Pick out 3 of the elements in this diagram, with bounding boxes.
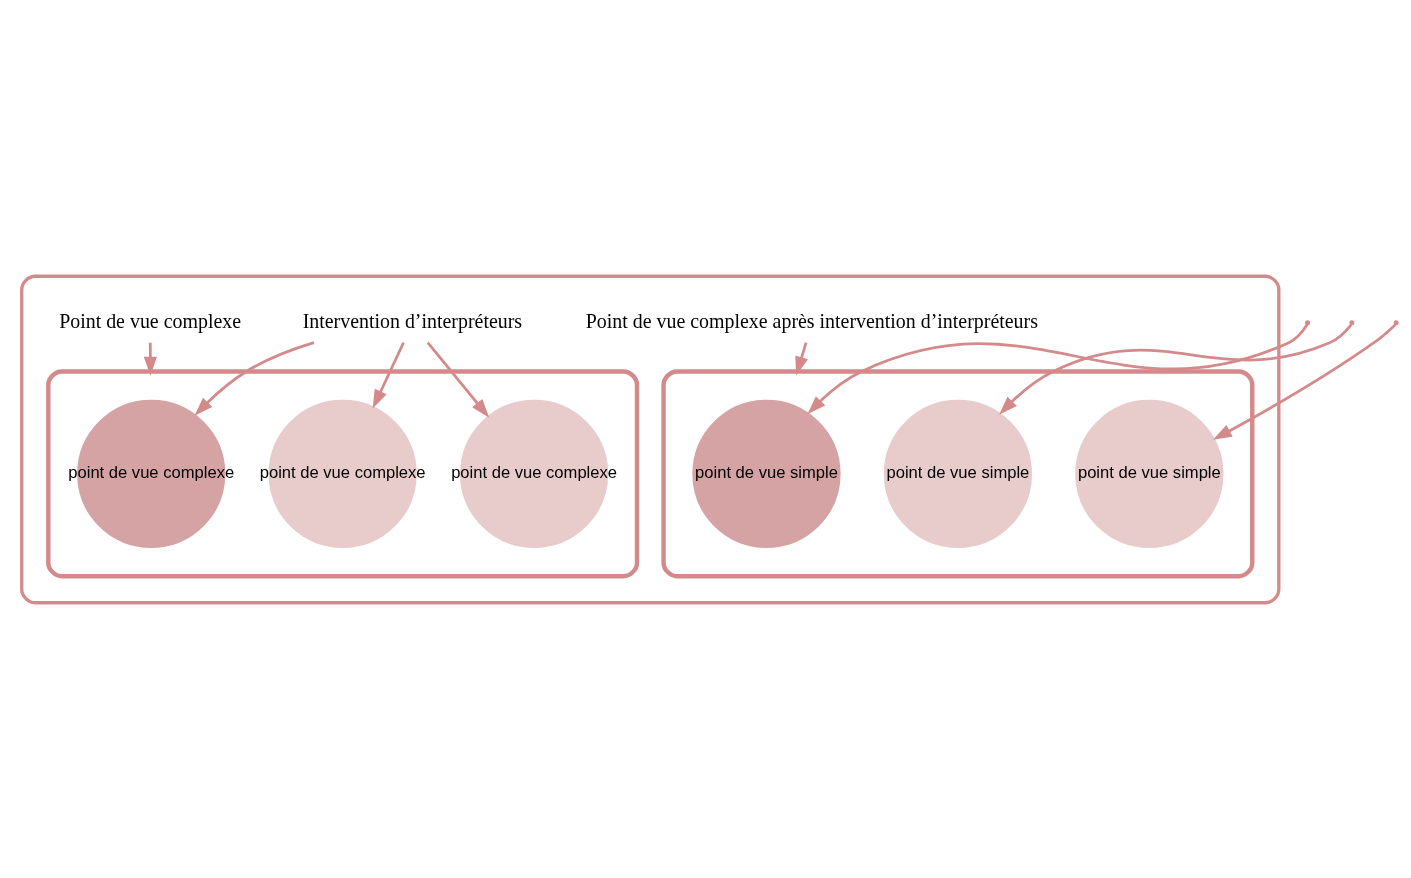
node-text: Intervention d’interpréteurs xyxy=(302,309,523,332)
node-text: Point de vue complexe après intervention d’interpréteurs xyxy=(585,309,1038,332)
node-text: Point de vue complexe xyxy=(59,309,242,332)
